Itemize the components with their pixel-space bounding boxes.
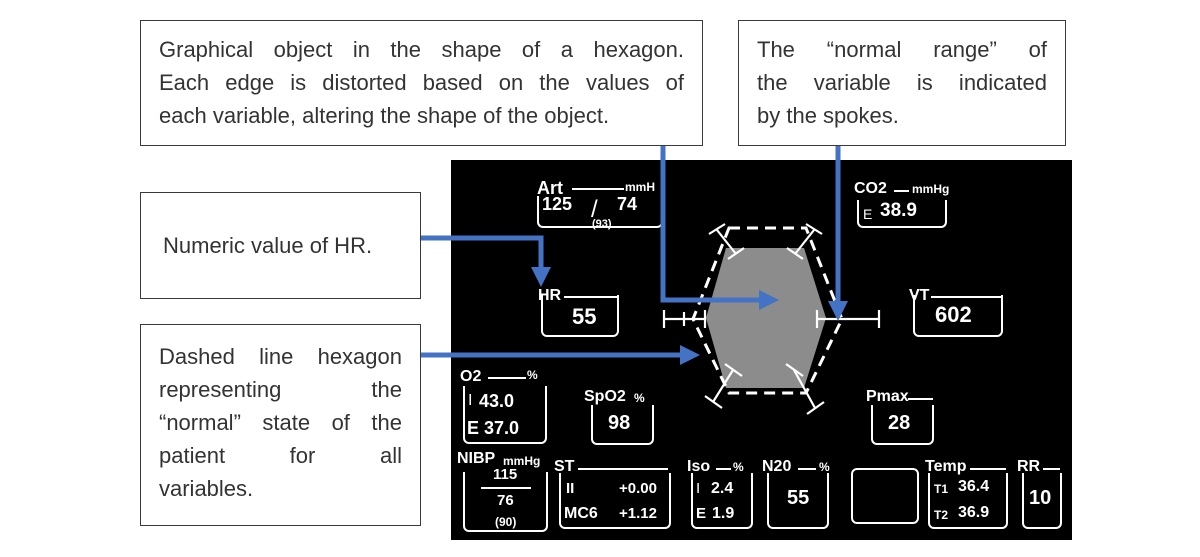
temp-t1-label: T1	[934, 482, 949, 496]
st-lead1: II	[566, 480, 575, 497]
co2-prefix: E	[863, 206, 873, 222]
rr-header-line	[1043, 468, 1060, 470]
art-separator: /	[591, 196, 598, 223]
co2-frame	[857, 200, 947, 228]
callout-line: variables.	[159, 476, 254, 501]
art-diastolic: 74	[617, 194, 638, 214]
nibp-unit: mmHg	[503, 454, 541, 468]
n2o-frame	[767, 473, 829, 529]
callout-line: patient for all	[159, 443, 402, 468]
pmax-label: Pmax	[866, 388, 909, 405]
co2-value: 38.9	[880, 200, 917, 221]
callout-normal-range: The “normal range” of the variable is in…	[738, 20, 1066, 146]
iso-insp-prefix: I	[696, 480, 701, 497]
callout-line: The “normal range” of	[757, 37, 1047, 62]
iso-exp-prefix: E	[696, 505, 707, 522]
art-label: Art	[537, 178, 563, 198]
o2-frame	[463, 386, 547, 444]
callout-hexagon-object: Graphical object in the shape of a hexag…	[140, 20, 703, 146]
co2-label: CO2	[854, 180, 887, 197]
co2-header-line	[894, 190, 909, 192]
st-header-line	[578, 468, 668, 470]
spo2-frame	[591, 405, 654, 445]
o2-unit: %	[527, 368, 538, 382]
nibp-mean: (90)	[495, 515, 517, 529]
st-lead2: MC6	[564, 505, 598, 522]
temp-header-line	[970, 468, 1006, 470]
nibp-frame	[463, 472, 548, 532]
n2o-header-line	[798, 468, 816, 470]
rr-value: 10	[1029, 487, 1052, 509]
callout-line: Graphical object in the shape of a hexag…	[159, 37, 684, 62]
n2o-label: N20	[762, 458, 792, 475]
temp-t2-value: 36.9	[958, 504, 990, 521]
nibp-label: NIBP	[457, 450, 496, 467]
temp-label: Temp	[925, 458, 967, 475]
callout-line: Each edge is distorted based on the valu…	[159, 70, 684, 95]
spo2-value: 98	[608, 412, 631, 434]
rr-frame	[1022, 473, 1062, 529]
rr-label: RR	[1017, 458, 1041, 475]
patient-monitor-display: Art mmH 125 / 74 (93) CO2 mmHg E 38.9 HR…	[451, 160, 1072, 540]
o2-header-line	[488, 377, 526, 379]
temp-t1-value: 36.4	[958, 478, 990, 495]
n2o-value: 55	[787, 487, 810, 509]
callout-line: Numeric value of HR.	[163, 233, 373, 258]
o2-exp-prefix: E	[467, 418, 480, 438]
vt-frame	[913, 295, 1003, 337]
o2-insp-value: 43.0	[479, 391, 515, 411]
vt-value: 602	[935, 302, 972, 327]
callout-line: the variable is indicated	[757, 70, 1047, 95]
o2-label: O2	[460, 368, 482, 385]
hr-header-line	[564, 296, 617, 298]
n2o-unit: %	[819, 460, 830, 474]
art-header-line	[572, 188, 624, 190]
callout-line: by the spokes.	[757, 103, 899, 128]
art-mean: (93)	[592, 218, 612, 230]
callout-line: representing the	[159, 377, 402, 402]
spo2-unit: %	[634, 391, 645, 405]
spo2-label: SpO2	[584, 388, 626, 405]
hr-value: 55	[572, 304, 597, 329]
temp-t2-label: T2	[934, 508, 949, 522]
callout-line: Dashed line hexagon	[159, 344, 402, 369]
iso-frame	[691, 473, 753, 529]
vt-header-line	[931, 296, 1001, 298]
o2-exp-value: 37.0	[484, 418, 520, 438]
callout-hr-value: Numeric value of HR.	[140, 192, 421, 299]
st-val2: +1.12	[619, 505, 657, 522]
co2-unit: mmHg	[912, 182, 950, 196]
iso-header-line	[716, 468, 731, 470]
callout-line: “normal” state of the	[159, 410, 402, 435]
iso-exp-value: 1.9	[712, 505, 735, 522]
temp-frame	[928, 473, 1008, 529]
callout-line: each variable, altering the shape of the…	[159, 103, 610, 128]
art-unit: mmH	[625, 180, 656, 194]
art-systolic: 125	[542, 194, 573, 214]
iso-label: Iso	[687, 458, 711, 475]
st-frame	[559, 473, 671, 529]
hr-frame	[541, 295, 619, 337]
st-label: ST	[554, 458, 575, 475]
empty-parameter-box	[851, 468, 919, 524]
patient-state-polygon	[706, 248, 826, 388]
pmax-header-line	[908, 398, 933, 400]
iso-insp-value: 2.4	[711, 480, 734, 497]
nibp-divider	[481, 487, 531, 489]
nibp-diastolic: 76	[497, 492, 514, 509]
iso-unit: %	[733, 460, 744, 474]
nibp-systolic: 115	[493, 466, 518, 483]
o2-insp-prefix: I	[468, 392, 473, 409]
callout-dashed-hexagon: Dashed line hexagon representing the “no…	[140, 324, 421, 526]
st-val1: +0.00	[619, 480, 657, 497]
pmax-value: 28	[888, 412, 911, 434]
pmax-frame	[871, 405, 934, 445]
